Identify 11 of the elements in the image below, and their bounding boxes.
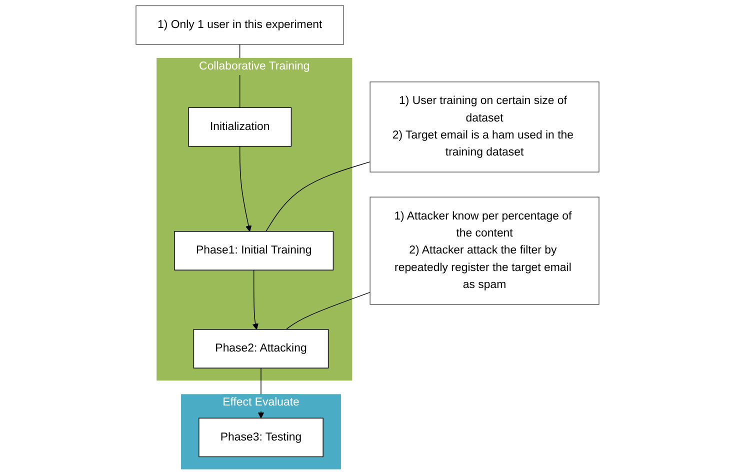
node-box: 1) Attacker know per percentage of the content 2) Attacker attack the filter by repeatedly register the target email as spam	[370, 196, 600, 305]
arrow	[252, 270, 258, 330]
node-box: Phase3: Testing	[198, 418, 324, 458]
node-box: 1) User training on certain size of dataset 2) Target email is a ham used in the training dataset	[370, 82, 600, 172]
node-box: Phase1: Initial Training	[174, 231, 334, 270]
node-box: Phase2: Attacking	[193, 329, 329, 368]
node-box: 1) Only 1 user in this experiment	[136, 5, 344, 45]
arrow	[239, 146, 252, 232]
node-box: Initialization	[188, 107, 292, 147]
connector	[286, 292, 370, 330]
connector	[266, 161, 370, 232]
